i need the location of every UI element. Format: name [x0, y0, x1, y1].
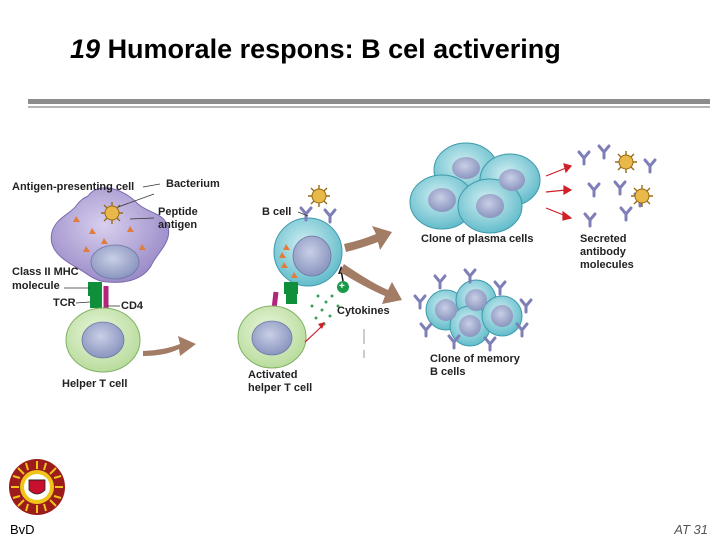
slide-title: 19 Humorale respons: B cel activering	[70, 34, 561, 65]
label-leader-lines	[64, 183, 309, 307]
memory-cell-clone	[413, 268, 533, 352]
b-cell-receptor-icon	[323, 208, 337, 224]
university-seal-logo	[9, 459, 65, 515]
bound-bacterium-icon	[614, 150, 638, 174]
footer-page: AT 31	[674, 522, 708, 537]
arrow-to-plasma	[344, 226, 392, 252]
label-secreted-line3: molecules	[580, 259, 634, 271]
bound-bacterium-icon	[630, 184, 654, 208]
label-secreted-line1: Secreted	[580, 233, 627, 245]
tcr-mhc-block	[286, 294, 297, 304]
secretion-arrows	[545, 163, 573, 221]
label-cd4: CD4	[121, 300, 144, 312]
cytokine-dots	[310, 294, 340, 326]
plasma-cell-clone	[409, 142, 541, 234]
helper-t-cell	[65, 307, 141, 373]
title-divider	[28, 99, 710, 104]
label-plus: +	[339, 281, 345, 292]
label-peptide: Peptide	[158, 206, 198, 218]
plus-badge	[337, 281, 349, 293]
label-mhc-line1: Class II MHC	[12, 266, 79, 278]
label-activated-line2: helper T cell	[248, 382, 313, 394]
label-b-cell: B cell	[262, 206, 292, 218]
tcr-mhc-block	[284, 282, 298, 294]
title-divider-thin	[28, 106, 710, 108]
label-cytokines: Cytokines	[337, 305, 390, 317]
slide-number: 19	[70, 34, 101, 64]
label-secreted-line2: antibody	[580, 246, 626, 258]
b-cell	[273, 217, 343, 287]
label-antigen: antigen	[158, 219, 198, 231]
label-plasma-clone: Clone of plasma cells	[421, 233, 534, 245]
label-mhc-line2: molecule	[12, 280, 60, 292]
footer-author: BvD	[10, 522, 35, 537]
secreted-antibodies	[577, 144, 657, 228]
label-tcr: TCR	[53, 297, 76, 309]
slide-title-text: Humorale respons: B cel activering	[107, 34, 561, 64]
arrow-to-activated-cell	[143, 336, 196, 356]
label-apc: Antigen-presenting cell	[12, 181, 135, 193]
label-helper-t-cell: Helper T cell	[62, 378, 128, 390]
antigen-presenting-cell	[50, 187, 170, 283]
label-memory-line1: Clone of memory	[430, 353, 520, 365]
bacterium-icon	[100, 201, 124, 225]
red-arrow	[304, 325, 323, 343]
arrow-to-memory	[340, 264, 402, 304]
bacterium-on-b-cell-icon	[307, 184, 331, 208]
label-activated-line1: Activated	[248, 369, 298, 381]
activated-helper-t-cell	[237, 305, 307, 369]
label-bacterium: Bacterium	[166, 178, 220, 190]
label-memory-line2: B cells	[430, 366, 466, 378]
